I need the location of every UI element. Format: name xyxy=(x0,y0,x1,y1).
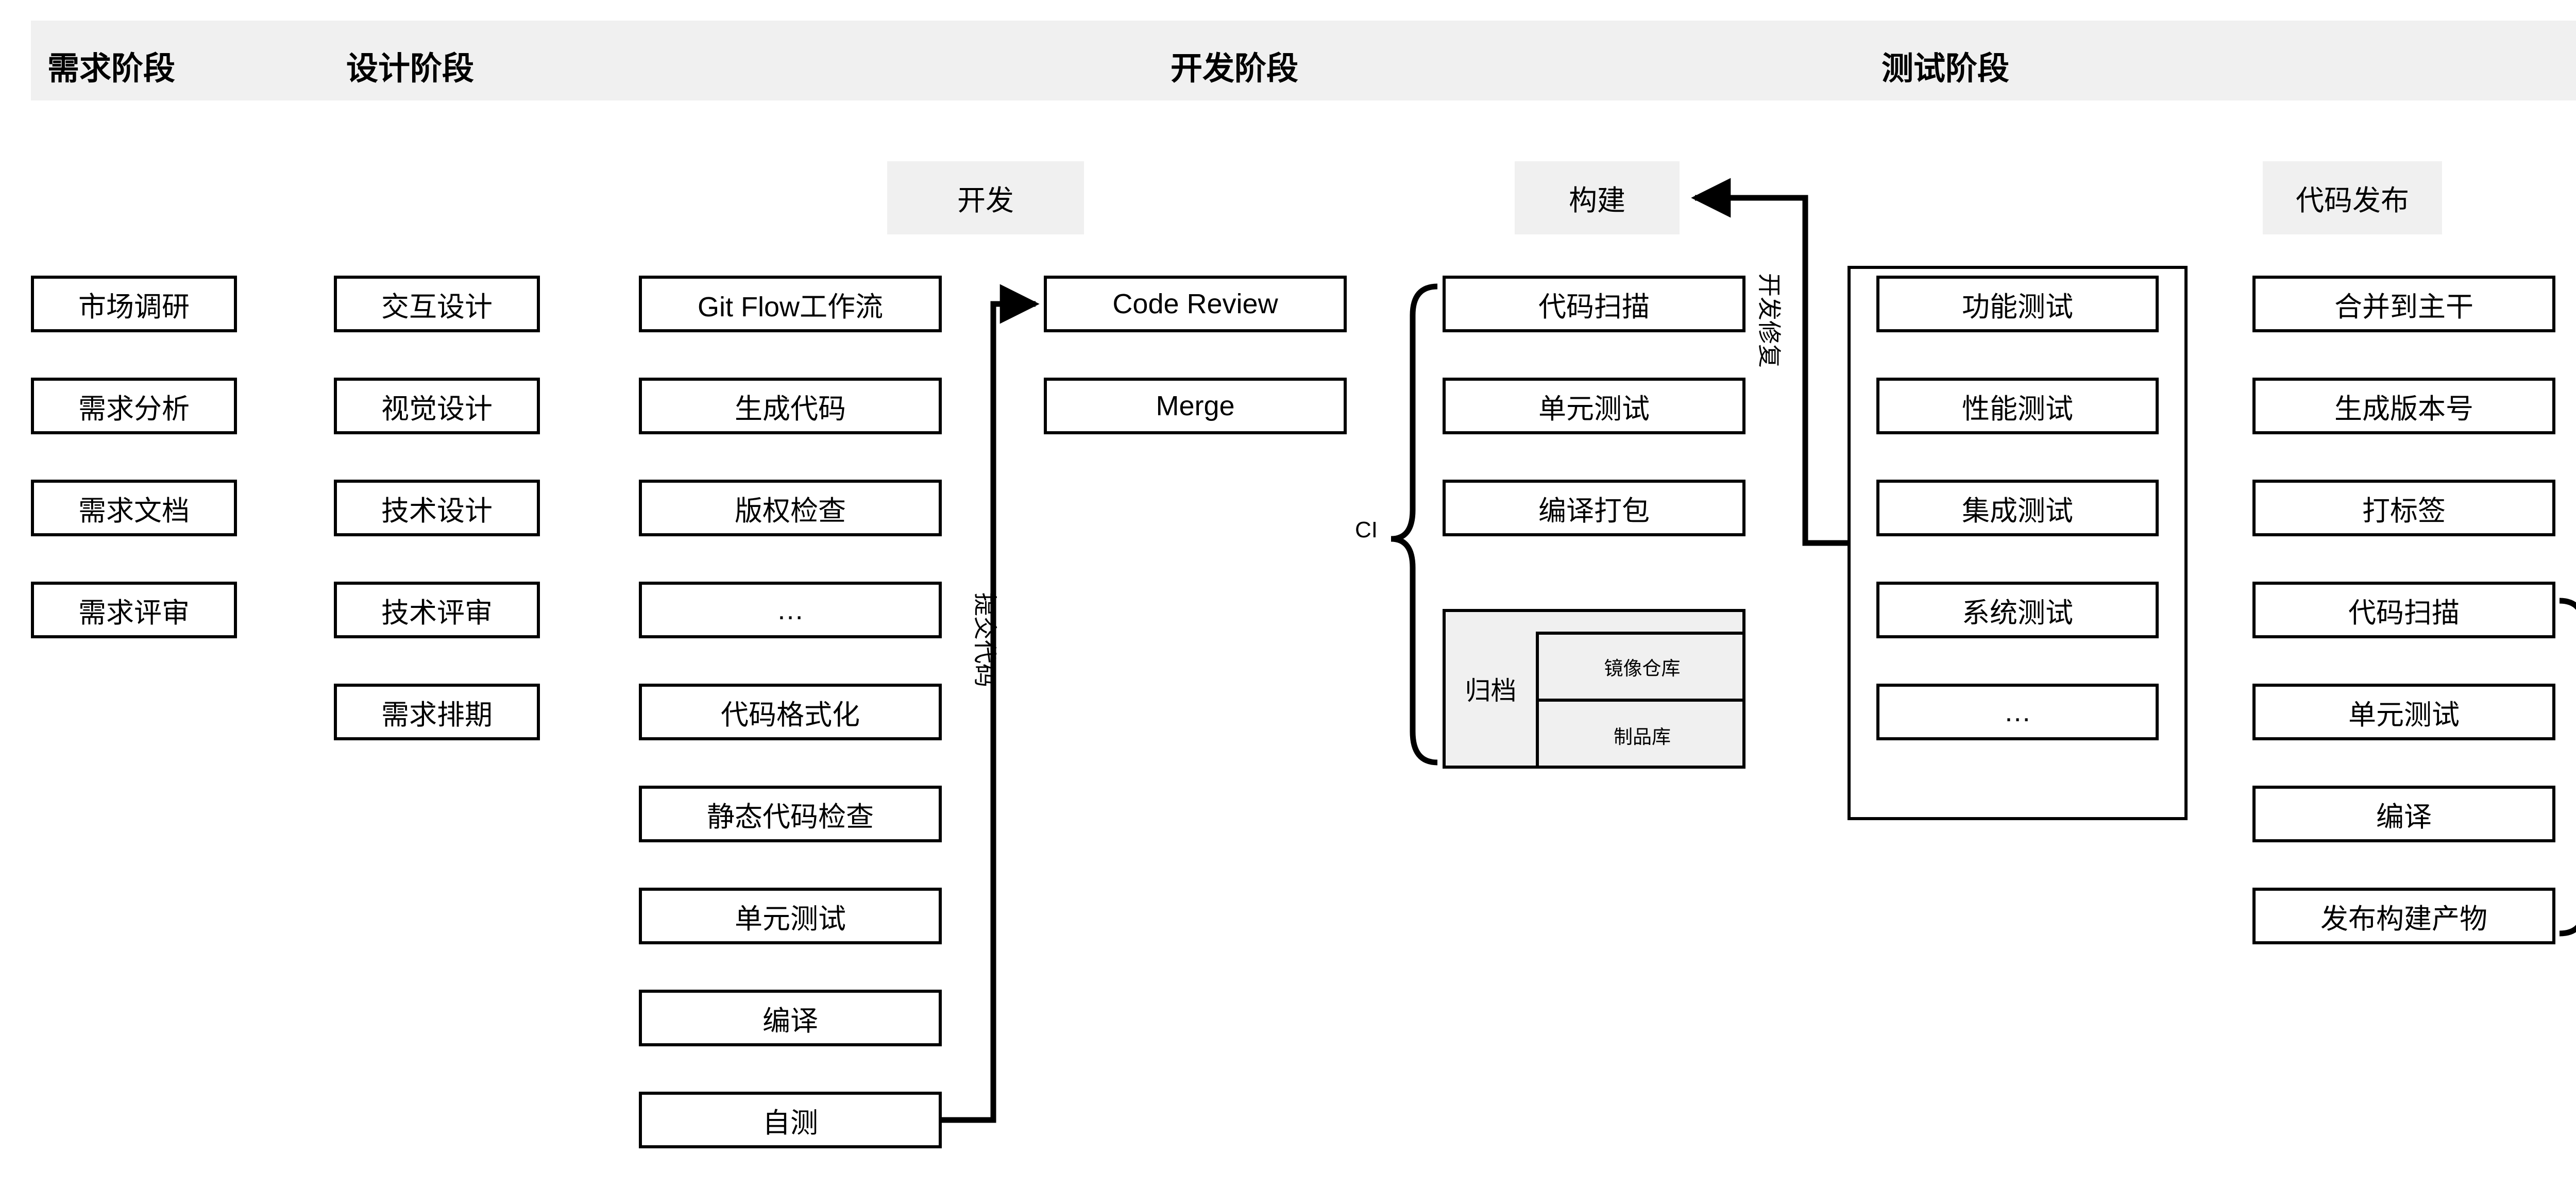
task-box[interactable]: 性能测试 xyxy=(1876,378,2159,434)
phase-label-development: 开发阶段 xyxy=(1171,51,1299,87)
edge-commit-code xyxy=(942,284,1040,1123)
archive-cell-artifact-repo[interactable]: 制品库 xyxy=(1536,702,1745,769)
phase-label-test: 测试阶段 xyxy=(1882,51,2010,87)
task-box[interactable]: 静态代码检查 xyxy=(639,786,942,842)
task-box[interactable]: Merge xyxy=(1044,378,1347,434)
task-box[interactable]: 合并到主干 xyxy=(2252,276,2555,332)
task-box[interactable]: 代码扫描 xyxy=(1443,276,1745,332)
subhead-development: 开发 xyxy=(887,161,1084,234)
task-box[interactable]: 版权检查 xyxy=(639,480,942,536)
task-box[interactable]: … xyxy=(639,582,942,638)
task-box[interactable]: … xyxy=(1876,684,2159,740)
phase-label-design: 设计阶段 xyxy=(346,51,474,87)
task-box[interactable]: 编译 xyxy=(2252,786,2555,842)
task-box[interactable]: 需求分析 xyxy=(31,378,237,434)
task-box[interactable]: 发布构建产物 xyxy=(2252,888,2555,944)
ci-label-build: CI xyxy=(1355,517,1378,542)
archive-label: 归档 xyxy=(1465,676,1517,705)
task-box[interactable]: 交互设计 xyxy=(334,276,540,332)
task-box[interactable]: 单元测试 xyxy=(2252,684,2555,740)
task-box[interactable]: Git Flow工作流 xyxy=(639,276,942,332)
task-box[interactable]: 代码格式化 xyxy=(639,684,942,740)
task-box[interactable]: 代码扫描 xyxy=(2252,582,2555,638)
subhead-code-release: 代码发布 xyxy=(2263,161,2442,234)
archive-group: 归档 镜像仓库 制品库 xyxy=(1443,609,1745,769)
task-box[interactable]: 需求文档 xyxy=(31,480,237,536)
task-box[interactable]: 生成代码 xyxy=(639,378,942,434)
ci-bracket-build xyxy=(1391,283,1438,766)
task-box[interactable]: 单元测试 xyxy=(1443,378,1745,434)
task-box[interactable]: 打标签 xyxy=(2252,480,2555,536)
archive-cell-image-repo[interactable]: 镜像仓库 xyxy=(1536,632,1745,702)
phase-banner xyxy=(31,21,2576,100)
task-box[interactable]: 单元测试 xyxy=(639,888,942,944)
task-box[interactable]: 集成测试 xyxy=(1876,480,2159,536)
task-box[interactable]: 生成版本号 xyxy=(2252,378,2555,434)
task-box[interactable]: Code Review xyxy=(1044,276,1347,332)
task-box[interactable]: 市场调研 xyxy=(31,276,237,332)
task-box[interactable]: 需求排期 xyxy=(334,684,540,740)
edge-label-dev-fix: 开发修复 xyxy=(1756,273,1783,368)
test-group-frame xyxy=(1848,266,2188,820)
task-box[interactable]: 编译 xyxy=(639,990,942,1046)
task-box[interactable]: 自测 xyxy=(639,1092,942,1148)
task-box[interactable]: 功能测试 xyxy=(1876,276,2159,332)
phase-label-requirement: 需求阶段 xyxy=(47,51,176,87)
task-box[interactable]: 技术设计 xyxy=(334,480,540,536)
task-box[interactable]: 视觉设计 xyxy=(334,378,540,434)
task-box[interactable]: 技术评审 xyxy=(334,582,540,638)
subhead-build: 构建 xyxy=(1515,161,1680,234)
task-box[interactable]: 编译打包 xyxy=(1443,480,1745,536)
task-box[interactable]: 系统测试 xyxy=(1876,582,2159,638)
ci-bracket-code-release xyxy=(2559,598,2576,937)
task-box[interactable]: 需求评审 xyxy=(31,582,237,638)
edge-label-commit-code: 提交代码 xyxy=(972,592,998,687)
